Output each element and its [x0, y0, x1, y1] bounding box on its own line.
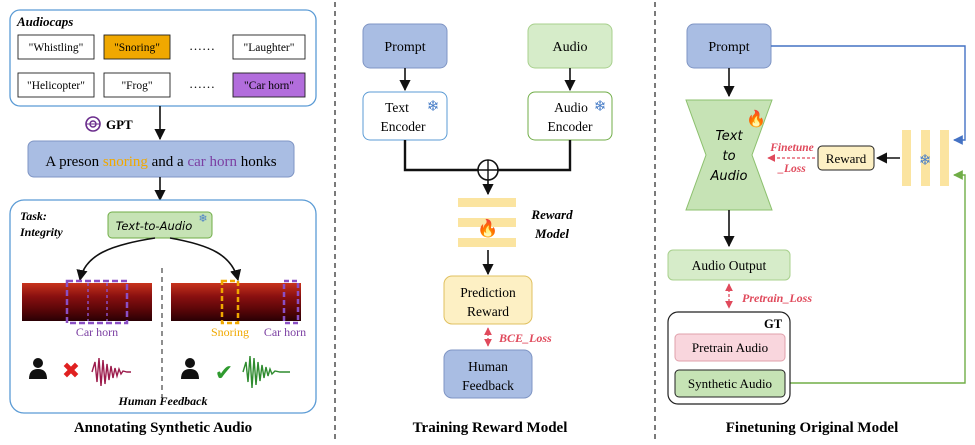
tag-whistling	[17, 34, 95, 60]
reward-model-l2: Model	[534, 226, 569, 241]
tag-snoring-label: "Snoring"	[114, 42, 160, 54]
human-feedback-label: Human Feedback	[118, 394, 208, 408]
synthetic-audio-label: Synthetic Audio	[688, 376, 772, 391]
right-car-horn-label: Car horn	[264, 325, 306, 339]
text-encoder-l1: Text	[385, 100, 409, 115]
pretrain-audio-label: Pretrain Audio	[692, 340, 768, 355]
ellipsis-1: ……	[189, 38, 215, 53]
panel-annotating: Audiocaps "Whistling" "Snoring" …… "Laug…	[9, 9, 317, 436]
synthetic-audio-box	[674, 369, 786, 398]
pretrain-audio-box	[674, 333, 786, 362]
pretrain-loss-label: Pretrain_Loss	[742, 291, 812, 305]
bce-loss-label: BCE_Loss	[498, 331, 552, 345]
task-label-2: Integrity	[19, 225, 63, 239]
spectrogram-right	[171, 283, 301, 321]
tag-helicopter	[17, 72, 95, 98]
gt-label: GT	[764, 317, 783, 331]
tag-whistling-label: "Whistling"	[29, 42, 84, 54]
human-feedback-box	[443, 349, 533, 399]
right-snoring-label: Snoring	[211, 325, 249, 339]
tta-model-shape	[685, 99, 773, 211]
tag-laughter	[232, 34, 306, 60]
fire-icon-tta: 🔥	[746, 109, 766, 128]
waveform-right-icon	[242, 355, 290, 389]
car-horn-highlight-left	[65, 279, 129, 325]
panel-training: Prompt Audio Text Encoder ❄ Audio Encode…	[362, 23, 613, 436]
tta-l2: to	[722, 149, 735, 164]
tag-snoring	[103, 34, 171, 60]
prediction-l2: Reward	[467, 304, 509, 319]
cross-icon: ✖	[62, 359, 80, 384]
human-l2: Feedback	[462, 378, 514, 393]
reward-box-p3	[817, 145, 875, 171]
gpt-label: GPT	[106, 117, 133, 132]
tag-car-horn-label: "Car horn"	[244, 80, 294, 92]
finetune-l2: _Loss	[777, 163, 806, 175]
left-car-horn-label: Car horn	[76, 325, 118, 339]
check-icon: ✔	[215, 361, 233, 386]
tta-l3: Audio	[710, 169, 748, 184]
waveform-left-icon	[91, 357, 131, 387]
snowflake-icon-text-encoder: ❄	[427, 99, 440, 115]
text-encoder-l2: Encoder	[381, 119, 426, 134]
audiocaps-title: Audiocaps	[16, 14, 73, 29]
panel2-footer: Training Reward Model	[413, 420, 568, 436]
reward-model-layer-1	[458, 198, 516, 207]
gpt-icon	[85, 116, 101, 132]
finetune-l1: Finetune	[769, 142, 813, 154]
caption-text: A preson snoring and a car horn honks	[45, 154, 276, 170]
audio-encoder-l1: Audio	[554, 100, 588, 115]
spectrogram-left	[22, 283, 152, 321]
person-icon-right	[181, 358, 199, 379]
human-l1: Human	[468, 359, 508, 374]
tta-label: Text-to-Audio	[116, 219, 193, 233]
reward-model-layer-3	[458, 238, 516, 247]
prediction-l1: Prediction	[460, 285, 516, 300]
audio-encoder-l2: Encoder	[548, 119, 593, 134]
reward-vertical-3	[940, 130, 949, 186]
tta-l1: Text	[715, 129, 743, 144]
audio-output-label: Audio Output	[692, 258, 767, 273]
audio-output-box	[667, 249, 791, 281]
tag-helicopter-label: "Helicopter"	[27, 80, 85, 92]
task-box	[9, 199, 317, 414]
person-icon-left	[29, 358, 47, 379]
reward-vertical-1	[902, 130, 911, 186]
snowflake-icon: ❄	[198, 213, 207, 225]
snowflake-icon-reward: ❄	[919, 153, 932, 169]
tag-frog	[103, 72, 171, 98]
tta-box	[107, 211, 213, 239]
reward-model-layer-2	[458, 218, 516, 227]
prediction-reward-box	[443, 275, 533, 325]
tag-frog-label: "Frog"	[121, 80, 152, 92]
snowflake-icon-audio-encoder: ❄	[594, 99, 607, 115]
tag-car-horn	[232, 72, 306, 98]
fire-icon-reward-model: 🔥	[477, 218, 498, 239]
panel1-footer: Annotating Synthetic Audio	[74, 420, 252, 436]
panel3-footer: Finetuning Original Model	[726, 420, 899, 436]
reward-vertical-2	[921, 130, 930, 186]
panel-finetuning: Prompt Text to Audio 🔥 ❄ Reward Finetune…	[667, 23, 966, 436]
prompt-label-p3: Prompt	[708, 40, 749, 55]
task-label-1: Task:	[20, 209, 47, 223]
prompt-label-p2: Prompt	[384, 40, 425, 55]
ellipsis-2: ……	[189, 76, 215, 91]
reward-label-p3: Reward	[826, 151, 867, 166]
snoring-highlight	[220, 279, 240, 325]
reward-model-l1: Reward	[530, 207, 573, 222]
tag-laughter-label: "Laughter"	[244, 42, 295, 54]
car-horn-highlight-right	[282, 279, 300, 325]
caption-box	[27, 140, 295, 178]
audio-label-p2: Audio	[553, 40, 588, 55]
